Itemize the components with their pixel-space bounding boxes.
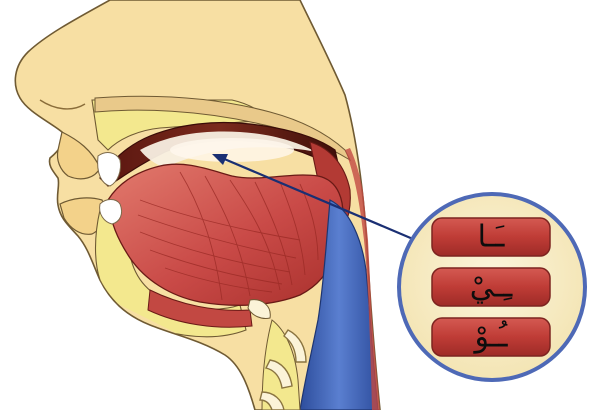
palate-highlight — [140, 131, 316, 168]
epiglottis — [247, 299, 271, 319]
teeth — [97, 152, 123, 225]
tongue-fibers — [137, 171, 319, 301]
upper-tooth-icon — [97, 152, 121, 187]
vowel-label-waw: ـُـوْ — [472, 320, 508, 355]
vowel-inset: ـَـا ـِـيْ ـُـوْ — [397, 192, 587, 382]
nostril — [39, 99, 86, 110]
arrow-head-icon — [212, 154, 228, 165]
cartilage — [259, 329, 307, 410]
lower-tooth-icon — [99, 199, 123, 225]
arrow-line — [221, 156, 421, 244]
inner-anatomy — [91, 95, 380, 410]
palate-glow — [170, 138, 294, 162]
vowel-label-ya: ـِـيْ — [470, 270, 514, 305]
pointer-arrow — [212, 154, 421, 244]
vowel-pill-2: ـِـيْ — [431, 267, 551, 307]
vowel-pill-3: ـُـوْ — [431, 317, 551, 357]
tongue-base — [147, 289, 253, 328]
pharynx-wall — [345, 148, 380, 410]
vowel-label-alif: ـَـا — [478, 220, 506, 255]
vowel-pill-1: ـَـا — [431, 217, 551, 257]
upper-lip — [56, 131, 101, 180]
